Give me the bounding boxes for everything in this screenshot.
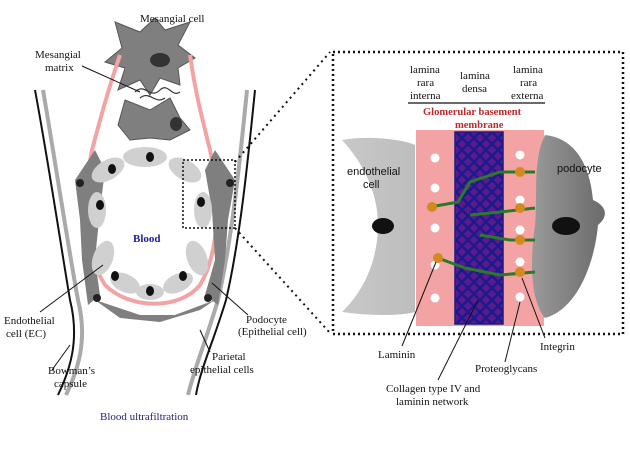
label-lre-3: externa — [511, 90, 543, 102]
laminin-integrin-links — [427, 167, 536, 277]
podocyte-right — [205, 150, 235, 305]
footer-caption: Blood ultrafiltration — [100, 411, 189, 423]
label-bowman-1: Bowman’s — [48, 365, 95, 377]
label-podocyte-detail: podocyte — [557, 163, 602, 175]
mesangial-matrix — [134, 87, 181, 101]
label-ld-1: lamina — [460, 70, 490, 82]
leader-podocyte — [211, 282, 249, 316]
podocyte-bottom — [95, 300, 215, 322]
podocyte-nucleus — [204, 294, 212, 302]
label-podocyte-1: Podocyte — [246, 314, 287, 326]
endothelial-cells — [88, 147, 212, 300]
label-lrin-3: interna — [410, 90, 441, 102]
parietal-epithelium-right — [186, 89, 249, 396]
leader-proteoglycans — [504, 301, 521, 363]
leader-bowman — [51, 344, 71, 371]
bowmans-capsule-right — [195, 89, 256, 396]
label-mesangial-matrix-1: Mesangial — [35, 49, 81, 61]
label-podocyte-2: (Epithelial cell) — [238, 326, 307, 338]
label-gbm-2: membrane — [455, 120, 504, 131]
mesangial-cell-lower — [117, 97, 191, 141]
podocyte-nucleus — [93, 294, 101, 302]
gbm-detail: lamina rara interna lamina densa lamina … — [331, 50, 625, 381]
label-parietal-1: Parietal — [212, 351, 246, 363]
mesangial-nucleus — [150, 53, 170, 67]
zoom-connector-top — [234, 51, 331, 163]
endothelial-nucleus-detail — [372, 218, 394, 234]
podocyte-nucleus — [226, 179, 234, 187]
label-laminin: Laminin — [378, 349, 416, 361]
label-endothelial-detail-1: endothelial — [347, 166, 400, 178]
label-bowman-2: capsule — [54, 378, 87, 390]
glomerulus-diagram: Mesangial cell Mesangial matrix Blood En… — [4, 13, 307, 423]
endothelial-nuclei — [96, 152, 205, 296]
leader-mesangial-matrix — [81, 65, 141, 93]
gbm-outer — [85, 54, 219, 306]
bowmans-capsule-left — [34, 89, 76, 396]
label-lrin-2: rara — [417, 77, 434, 89]
label-endothelial-2: cell (EC) — [6, 328, 46, 340]
podocyte-nucleus-detail — [552, 217, 580, 235]
parietal-epithelium-left — [41, 89, 85, 396]
leader-endothelial — [39, 264, 104, 313]
leader-laminin — [401, 261, 437, 347]
label-lre-2: rara — [520, 77, 537, 89]
leader-parietal — [199, 329, 211, 353]
label-proteoglycans: Proteoglycans — [475, 363, 537, 375]
leader-collagen — [437, 299, 479, 381]
label-endothelial-1: Endothelial — [4, 315, 55, 327]
label-collagen-2: laminin network — [396, 396, 469, 408]
zoom-region — [182, 159, 236, 229]
leader-integrin — [521, 277, 546, 339]
label-collagen-1: Collagen type IV and — [386, 383, 481, 395]
label-endothelial-detail-2: cell — [363, 179, 380, 191]
label-integrin: Integrin — [540, 341, 575, 353]
label-ld-2: densa — [462, 83, 487, 95]
lamina-densa-mesh — [454, 131, 504, 325]
podocyte-left — [75, 150, 105, 305]
label-blood: Blood — [133, 233, 161, 245]
podocyte-nucleus — [76, 179, 84, 187]
label-mesangial-cell: Mesangial cell — [140, 13, 204, 25]
label-lrin-1: lamina — [410, 64, 440, 76]
label-lre-1: lamina — [513, 64, 543, 76]
label-parietal-2: epithelial cells — [190, 364, 254, 376]
label-gbm-1: Glomerular basement — [423, 107, 522, 118]
mesangial-lower-nucleus — [170, 117, 182, 131]
label-mesangial-matrix-2: matrix — [45, 62, 74, 74]
